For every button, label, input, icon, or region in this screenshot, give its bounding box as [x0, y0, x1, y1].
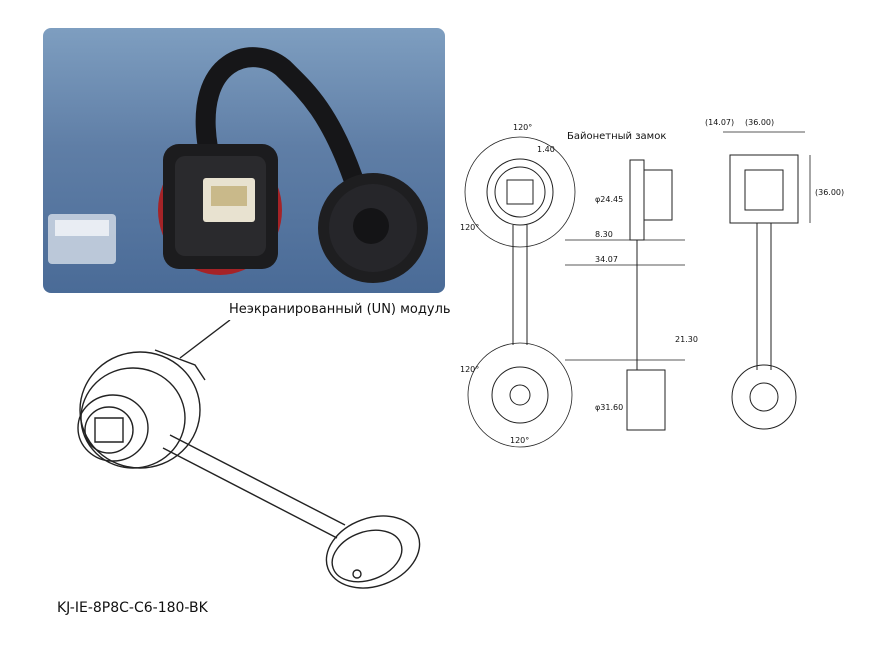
strap-edge-bottom: [162, 447, 338, 539]
dim-phi2445: φ24.45: [595, 195, 623, 204]
rear-square: [729, 154, 799, 224]
part-number-label: KJ-IE-8P8C-C6-180-BK: [57, 600, 208, 616]
cap-inner-outline: [331, 529, 403, 583]
cap-outer-circle: [491, 366, 549, 424]
dim-angle-cap-bottom: 120°: [510, 436, 529, 445]
side-cap-rect: [626, 369, 666, 431]
dim-angle-cap-left: 120°: [460, 365, 479, 374]
rear-insert: [744, 169, 784, 211]
connector-front-outline: [77, 394, 149, 462]
module-leader-line: [179, 320, 231, 359]
rear-cap-inner: [749, 382, 779, 412]
side-dim-lines: [565, 239, 685, 361]
side-body-rect: [643, 169, 673, 221]
dim-3600-v: (36.00): [815, 188, 844, 197]
rj45-socket-outline: [94, 417, 124, 443]
side-flange-rect: [629, 159, 645, 241]
rear-strap-lines: [756, 223, 772, 370]
dim-2130: 21.30: [675, 335, 698, 344]
cap-center-shape: [353, 208, 389, 244]
cap-angle-arc: [467, 342, 573, 448]
dim-3407: 34.07: [595, 255, 618, 264]
rear-dim-lines: [723, 131, 811, 223]
front-angle-arc: [464, 136, 576, 248]
rear-view: [723, 131, 811, 430]
connector-socket-outline: [84, 406, 134, 454]
strap-edge-top: [169, 434, 346, 526]
front-rj45-rect: [506, 179, 534, 205]
rear-cap-outer: [731, 364, 797, 430]
isometric-lines: [77, 320, 421, 589]
bayonet-lock-label: Байонетный замок: [567, 131, 667, 142]
dim-3600-h: (36.00): [745, 118, 774, 127]
module-label: Неэкранированный (UN) модуль: [229, 302, 451, 317]
dim-830: 8.30: [595, 230, 613, 239]
product-photo: [43, 28, 445, 293]
dim-140: 1.40: [537, 145, 555, 154]
cap-center-circle: [509, 384, 531, 406]
strap-shape: [195, 47, 363, 188]
cap-hole-outline: [352, 569, 362, 579]
cap-outer-outline: [325, 515, 421, 589]
dim-1407: (14.07): [705, 118, 734, 127]
front-view: [464, 136, 576, 448]
dim-angle-left: 120°: [460, 223, 479, 232]
product-photo-art: [48, 47, 428, 283]
technical-drawings: 120° 1.40 120° 120° 120° (14.07) φ24.45 …: [460, 118, 844, 448]
side-view: [565, 159, 685, 431]
front-strap-lines: [512, 225, 528, 345]
dim-phi3160: φ31.60: [595, 403, 623, 412]
rj45-plug-top-shape: [55, 220, 109, 236]
isometric-drawing: [77, 320, 421, 589]
front-outer-circle: [486, 158, 554, 226]
connector-ring-outline: [80, 367, 186, 469]
dimension-texts: 120° 1.40 120° 120° 120° (14.07) φ24.45 …: [460, 118, 844, 445]
rj45-contacts-shape: [211, 186, 247, 206]
front-inner-circle: [494, 166, 546, 218]
dim-angle-top: 120°: [513, 123, 532, 132]
connector-top-outline: [154, 349, 206, 381]
